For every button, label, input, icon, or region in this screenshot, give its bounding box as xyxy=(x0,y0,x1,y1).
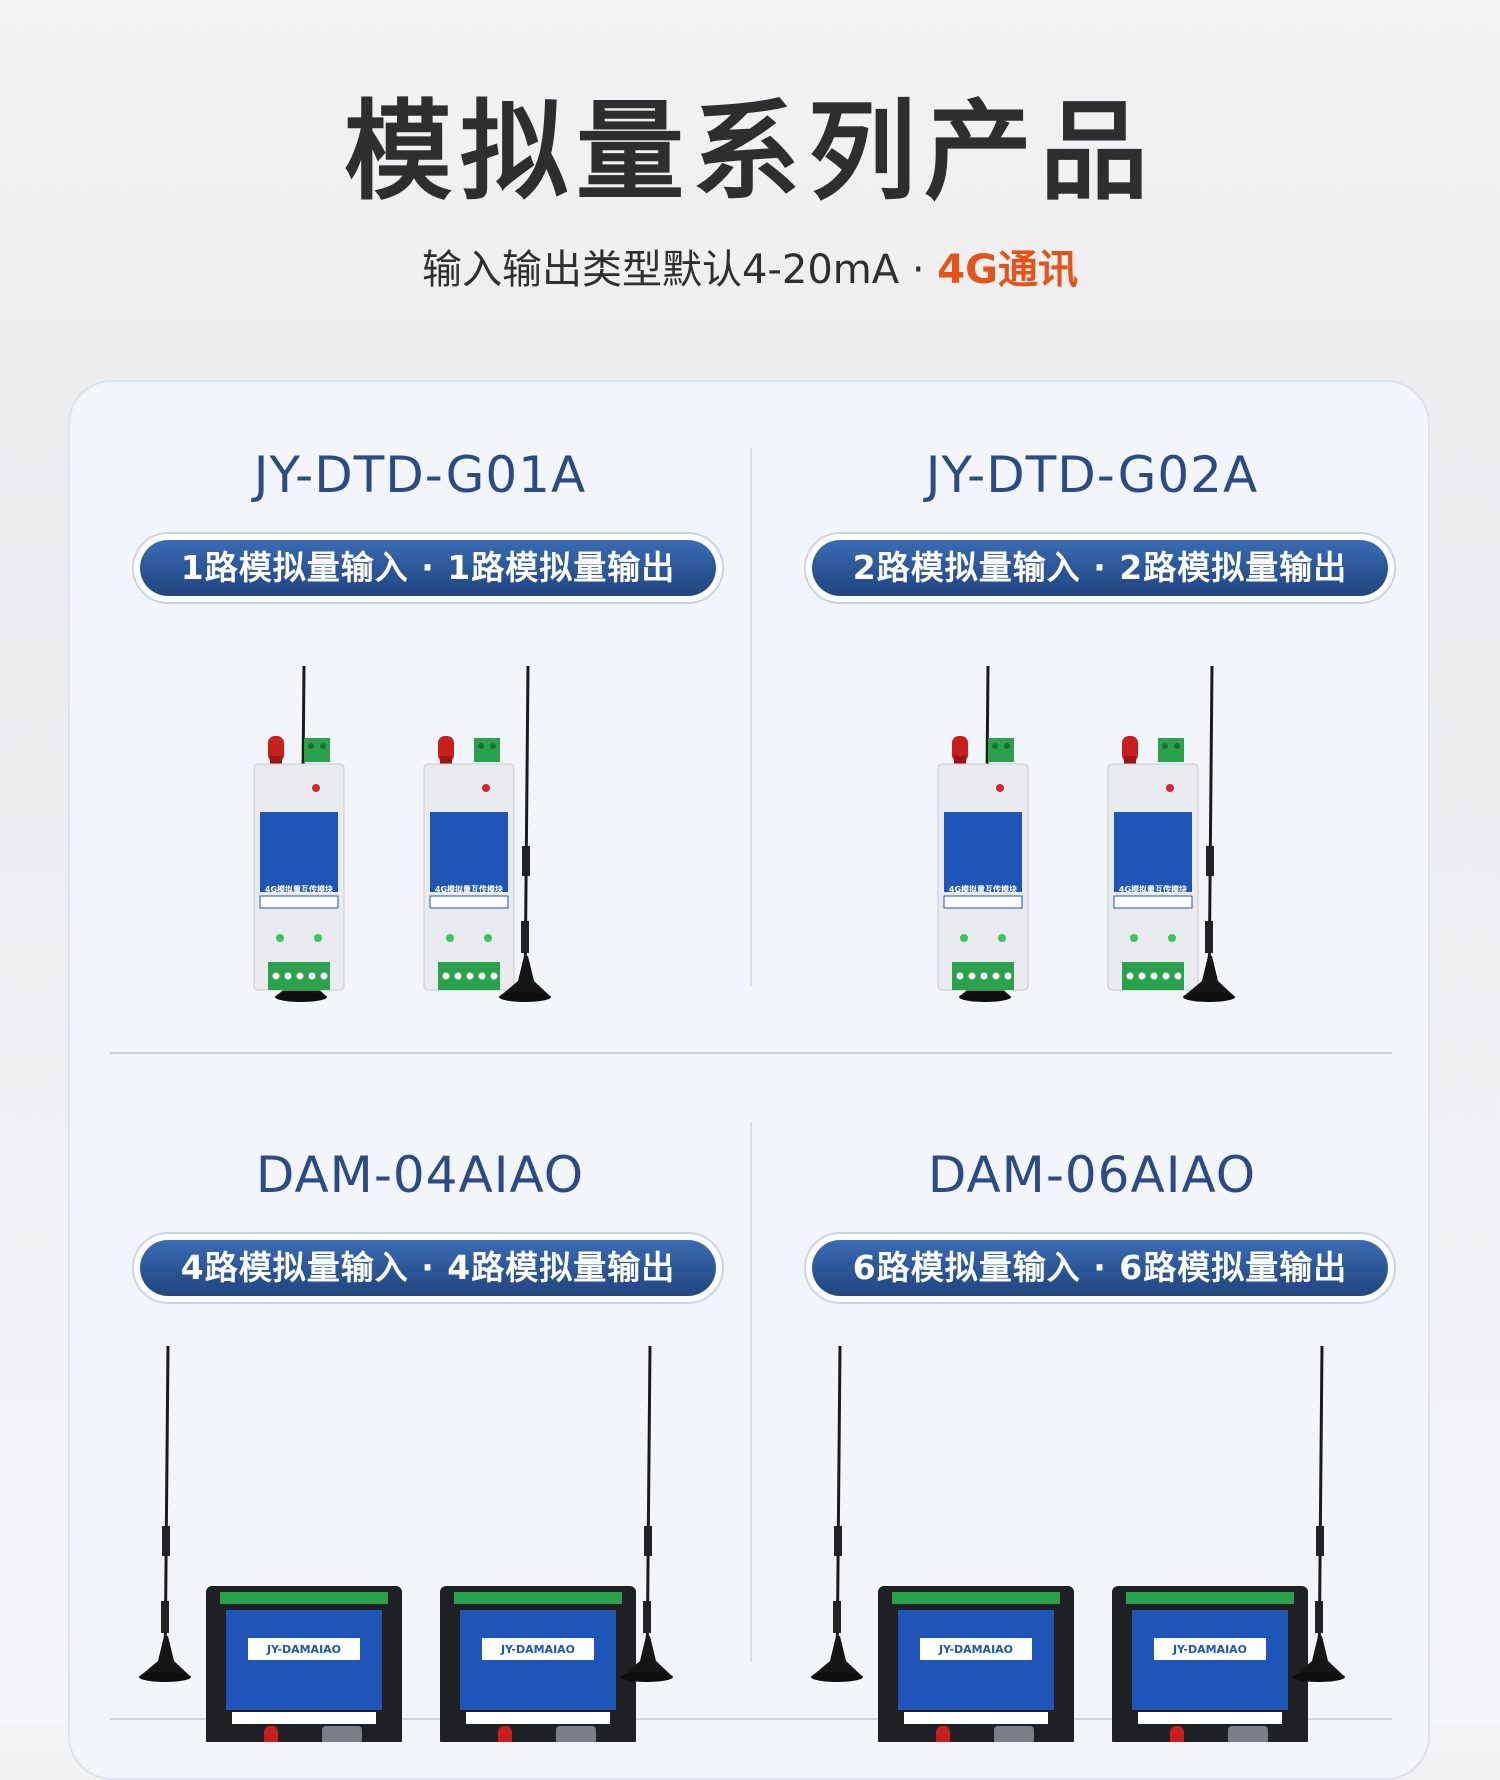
product-card-3[interactable]: DAM-04AIAO 4路模拟量输入 · 4路模拟量输出 JY-DAMAIAO … xyxy=(110,1142,730,1742)
product-feature-text: 4路模拟量输入 · 4路模拟量输出 xyxy=(140,1240,716,1296)
box-module-pair xyxy=(139,1346,673,1742)
page-subtitle: 输入输出类型默认4-20mA · 4G通讯 xyxy=(0,244,1500,296)
product-feature-text: 2路模拟量输入 · 2路模拟量输出 xyxy=(812,540,1388,596)
page-title: 模拟量系列产品 xyxy=(343,90,1156,215)
product-model-name: DAM-06AIAO xyxy=(927,1146,1257,1204)
din-module-pair xyxy=(254,666,551,1002)
din-module-illustration: 4G模拟量互传模块 JY-DTD-G02A 4G模拟量互传模块 JY-DTD-G… xyxy=(782,642,1402,1042)
product-card-1[interactable]: JY-DTD-G01A 1路模拟量输入 · 1路模拟量输出 4G模拟量互传模块 … xyxy=(110,442,730,1042)
device-label-model: JY-DAMAIAO xyxy=(1172,1643,1247,1656)
column-divider-bottom xyxy=(750,1122,752,1662)
product-model-name: JY-DTD-G02A xyxy=(925,446,1259,504)
device-label-title: 4G模拟量互传模块 xyxy=(265,884,334,894)
box-module-illustration: JY-DAMAIAO JY-DAMAIAO xyxy=(110,1342,730,1742)
product-feature-badge: 1路模拟量输入 · 1路模拟量输出 xyxy=(132,532,724,604)
row-divider-bottom xyxy=(110,1718,1392,1720)
device-label-model: JY-DAMAIAO xyxy=(500,1643,575,1656)
box-module-pair xyxy=(811,1346,1345,1742)
device-label-model: JY-DTD-G02A xyxy=(953,899,1012,908)
product-feature-badge: 6路模拟量输入 · 6路模拟量输出 xyxy=(804,1232,1396,1304)
product-model-name: DAM-04AIAO xyxy=(255,1146,585,1204)
product-feature-badge: 4路模拟量输入 · 4路模拟量输出 xyxy=(132,1232,724,1304)
device-label-model: JY-DTD-G01A xyxy=(439,899,498,908)
din-module-pair xyxy=(938,666,1235,1002)
device-label-title: 4G模拟量互传模块 xyxy=(1119,884,1188,894)
product-feature-badge: 2路模拟量输入 · 2路模拟量输出 xyxy=(804,532,1396,604)
product-feature-text: 6路模拟量输入 · 6路模拟量输出 xyxy=(812,1240,1388,1296)
device-label-title: 4G模拟量互传模块 xyxy=(435,884,504,894)
din-module-illustration: 4G模拟量互传模块 JY-DTD-G01A 4G模拟量互传模块 JY-DTD-G… xyxy=(110,642,730,1042)
products-panel: JY-DTD-G01A 1路模拟量输入 · 1路模拟量输出 4G模拟量互传模块 … xyxy=(68,380,1430,1780)
device-label-model: JY-DAMAIAO xyxy=(938,1643,1013,1656)
row-divider xyxy=(110,1052,1392,1054)
column-divider-top xyxy=(750,448,752,986)
device-label-title: 4G模拟量互传模块 xyxy=(949,884,1018,894)
product-card-4[interactable]: DAM-06AIAO 6路模拟量输入 · 6路模拟量输出 JY-DAMAIAO … xyxy=(782,1142,1402,1742)
subtitle-text: 输入输出类型默认4-20mA · xyxy=(422,247,938,293)
product-feature-text: 1路模拟量输入 · 1路模拟量输出 xyxy=(140,540,716,596)
product-image: 4G模拟量互传模块 JY-DTD-G02A 4G模拟量互传模块 JY-DTD-G… xyxy=(782,642,1402,1042)
device-label-model: JY-DTD-G01A xyxy=(269,899,328,908)
subtitle-accent: 4G通讯 xyxy=(937,247,1078,293)
device-label-model: JY-DTD-G02A xyxy=(1123,899,1182,908)
device-label-model: JY-DAMAIAO xyxy=(266,1643,341,1656)
product-image: 4G模拟量互传模块 JY-DTD-G01A 4G模拟量互传模块 JY-DTD-G… xyxy=(110,642,730,1042)
box-module-illustration: JY-DAMAIAO JY-DAMAIAO xyxy=(782,1342,1402,1742)
product-image: JY-DAMAIAO JY-DAMAIAO xyxy=(782,1342,1402,1742)
product-model-name: JY-DTD-G01A xyxy=(253,446,587,504)
product-image: JY-DAMAIAO JY-DAMAIAO xyxy=(110,1342,730,1742)
product-card-2[interactable]: JY-DTD-G02A 2路模拟量输入 · 2路模拟量输出 4G模拟量互传模块 … xyxy=(782,442,1402,1042)
